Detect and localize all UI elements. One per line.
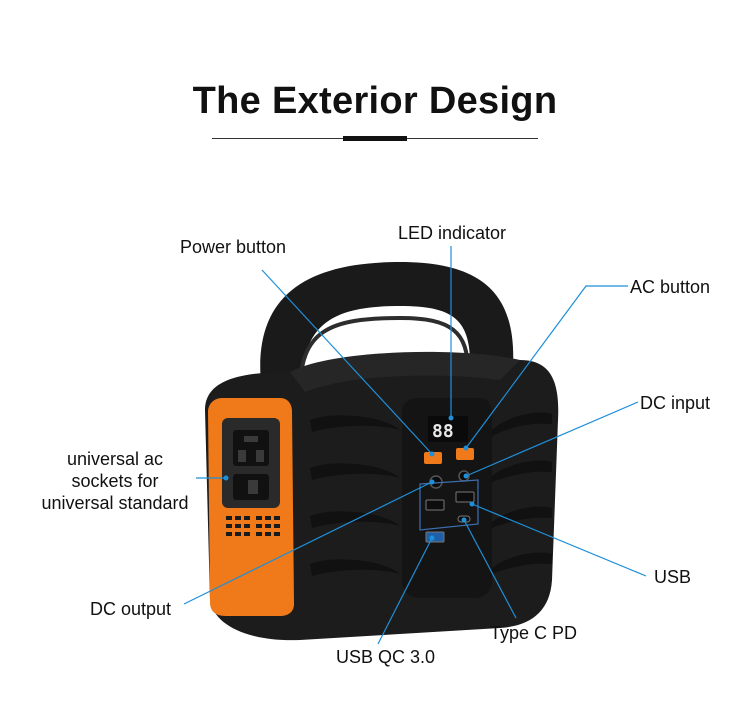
handle-highlight	[298, 315, 470, 393]
label-dc-output: DC output	[90, 599, 172, 619]
page-title: The Exterior Design	[192, 80, 558, 122]
vent-grille-left	[226, 516, 280, 536]
label-ac-sockets: universal ac sockets for universal stand…	[30, 448, 200, 514]
usb-port-frame	[419, 479, 479, 531]
label-power-button: Power button	[180, 237, 287, 257]
label-ac-sockets-line2: sockets for	[71, 471, 159, 491]
led-readout: 88	[432, 421, 454, 442]
label-type-c-pd: Type C PD	[490, 623, 578, 643]
callout-lines	[183, 246, 647, 645]
callout-dots	[223, 415, 475, 541]
label-usb-qc: USB QC 3.0	[336, 647, 436, 667]
usb-port-1	[425, 499, 445, 511]
title-divider-accent	[343, 136, 407, 141]
led-display	[428, 416, 468, 442]
label-dc-input: DC input	[640, 393, 711, 413]
power-button[interactable]	[424, 452, 442, 464]
label-ac-sockets-line1: universal ac	[66, 449, 164, 469]
label-usb: USB	[654, 567, 692, 587]
usb-port-2	[455, 491, 475, 503]
label-ac-sockets-line3: universal standard	[41, 493, 189, 513]
usb-qc-port	[425, 531, 445, 543]
label-ac-button: AC button	[630, 277, 711, 297]
label-led-indicator: LED indicator	[398, 223, 507, 243]
ac-button[interactable]	[456, 448, 474, 460]
right-grip-ribs	[492, 412, 552, 574]
carry-handle	[260, 262, 514, 392]
